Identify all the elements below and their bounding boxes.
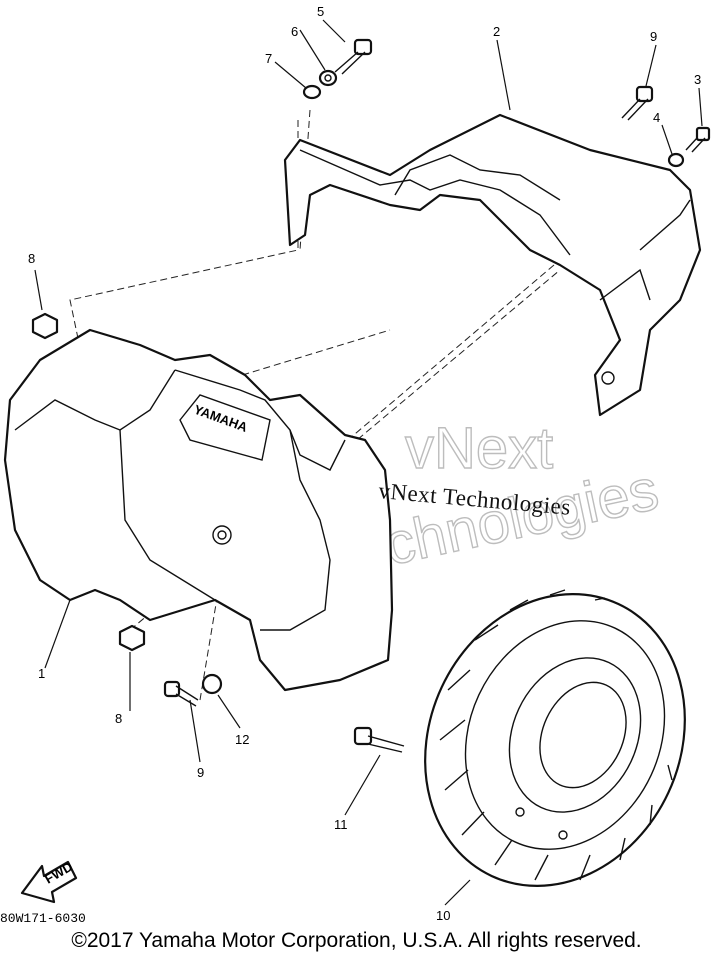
callout-8-upper: 8 [28,251,35,266]
bolt-part-3 [685,126,711,153]
watermark-line-1: vNext [405,416,553,481]
callout-3: 3 [694,72,701,87]
washer-part-4 [667,152,685,168]
nut-part-8-upper [31,312,59,340]
callout-7: 7 [265,51,272,66]
callout-11: 11 [334,817,348,832]
bolt-part-5 [334,38,373,75]
callout-1: 1 [38,666,45,681]
flywheel-part-10 [424,589,686,887]
callout-6: 6 [291,24,298,39]
washer-part-7 [302,84,322,100]
callout-4: 4 [653,110,660,125]
lower-cover-part-1: YAMAHA [3,328,394,692]
copyright-notice: ©2017 Yamaha Motor Corporation, U.S.A. A… [71,929,642,952]
leader-lines [34,19,703,906]
callouts: 1 2 3 4 5 6 7 8 8 9 9 10 11 12 [28,4,701,923]
callout-5: 5 [317,4,324,19]
callout-9-upper: 9 [650,29,657,44]
callout-2: 2 [493,24,500,39]
nut-part-8-lower [118,624,146,652]
bolt-part-9-lower [163,680,199,707]
bolt-part-11 [353,726,405,753]
bolt-part-9-upper [621,85,654,121]
upper-cover-part-2 [283,113,702,417]
callout-12: 12 [235,732,249,747]
washer-part-6 [318,69,338,87]
callout-10: 10 [436,908,450,923]
callout-9-lower: 9 [197,765,204,780]
callout-8-lower: 8 [115,711,122,726]
collar-part-12 [201,673,223,695]
drawing-code: 80W171-6030 [0,911,86,926]
fwd-arrow-icon: FWD [20,859,78,904]
